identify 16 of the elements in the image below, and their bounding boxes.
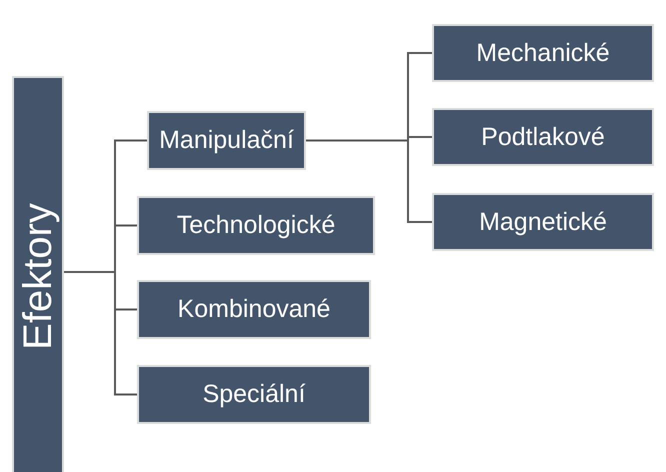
category-box bbox=[432, 24, 654, 82]
box-label: Mechanické bbox=[476, 38, 610, 68]
box-label: Technologické bbox=[176, 211, 336, 240]
box-label: Podtlakové bbox=[481, 122, 605, 152]
box-label: Magnetické bbox=[479, 208, 607, 236]
category-box bbox=[147, 111, 306, 170]
category-box bbox=[137, 196, 375, 255]
category-box bbox=[137, 280, 371, 339]
box-label: Manipulační bbox=[159, 126, 294, 155]
category-box bbox=[432, 108, 654, 166]
box-label: Kombinované bbox=[178, 295, 330, 324]
category-box bbox=[137, 365, 371, 424]
category-box bbox=[432, 193, 654, 251]
box-label: Speciální bbox=[202, 380, 306, 409]
root-box bbox=[12, 76, 64, 472]
box-label: Efektory bbox=[16, 202, 60, 350]
